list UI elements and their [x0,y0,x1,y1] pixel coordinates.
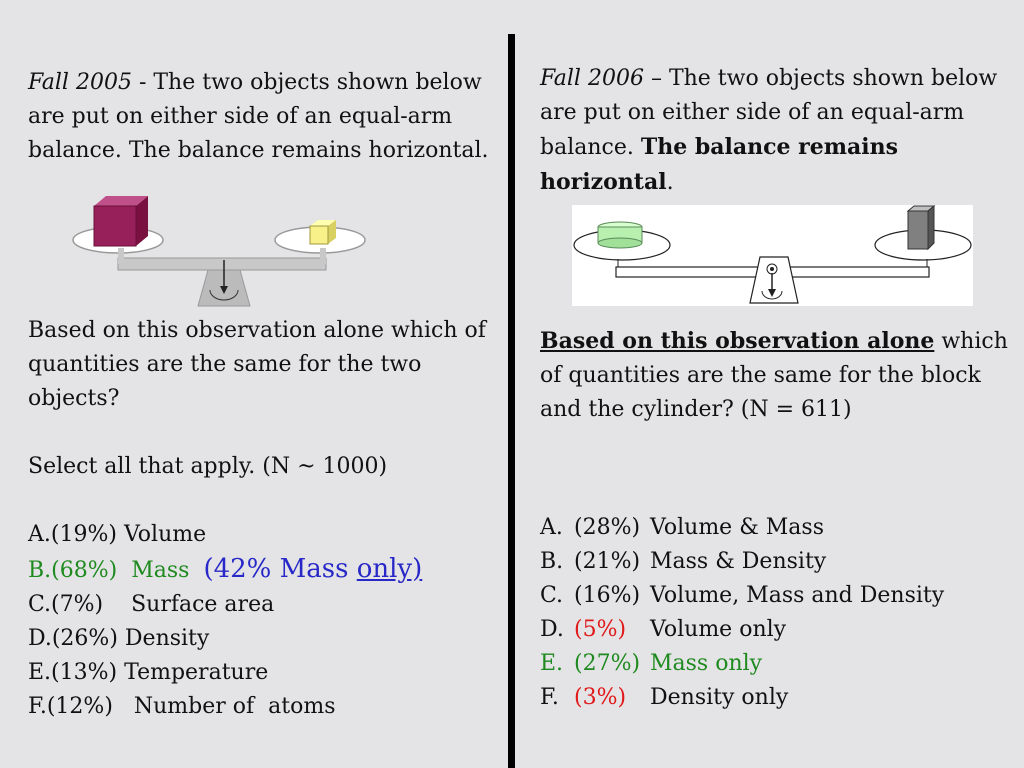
left-intro-text: - The two objects shown below are put on… [28,70,489,163]
maroon-cube [93,196,148,247]
option-percent: (27%) [574,651,641,676]
green-block [597,221,643,249]
left-semester: Fall 2005 [28,70,132,95]
right-question-block: Based on this observation alone which of… [540,324,1010,715]
left-option-a: A.(19%) Volume [28,522,207,547]
option-label: Volume & Mass [650,515,824,540]
option-letter: A. [540,515,563,540]
option-percent: (16%) [574,583,641,608]
left-option-e: E.(13%) Temperature [28,660,269,685]
option-letter: E. [540,651,564,676]
right-question: Based on this observation alone which of… [540,324,1010,427]
left-option-c: C.(7%) Surface area [28,592,275,617]
option-label: Mass & Density [650,549,827,574]
right-options: A. (28%) Volume & Mass B. (21%) Mass & D… [540,511,1010,715]
option-label: Volume, Mass and Density [650,583,945,608]
left-intro: Fall 2005 - The two objects shown below … [28,66,498,168]
left-option-d: D.(26%) Density [28,626,210,651]
right-question-rest: which of quantities are the same for the… [540,329,1008,422]
right-option-e: E. (27%) Mass only [540,647,1010,681]
left-question-block: Based on this observation alone which of… [28,314,498,724]
column-divider [508,34,515,768]
left-balance-beam [117,257,327,271]
right-intro-text: – The two objects shown below are put on… [540,66,998,160]
option-percent: (21%) [574,549,641,574]
right-intro-end: . [666,170,674,195]
left-instruction: Select all that apply. (N ~ 1000) [28,454,388,479]
option-percent: (5%) [574,617,627,642]
right-option-b: B. (21%) Mass & Density [540,545,1010,579]
option-label: Volume only [650,617,787,642]
mass-only-note: (42% Mass only) [203,554,422,584]
option-percent: (28%) [574,515,641,540]
left-question: Based on this observation alone which of… [28,318,486,411]
option-letter: C. [540,583,564,608]
left-option-b: B.(68%) Mass (42% Mass only) [28,552,498,588]
right-intro-bold: The balance remains horizontal [540,134,899,195]
right-option-d: D. (5%) Volume only [540,613,1010,647]
mass-note-underlined: only) [356,554,423,584]
left-options: A.(19%) Volume B.(68%) Mass (42% Mass on… [28,518,498,724]
option-percent: (3%) [574,685,627,710]
left-balance-diagram [72,196,366,307]
right-balance-diagram [572,205,973,306]
right-semester: Fall 2006 [540,66,644,91]
option-label: Mass only [650,651,763,676]
right-option-c: C. (16%) Volume, Mass and Density [540,579,1010,613]
option-label: Density only [650,685,789,710]
mass-note-prefix: (42% Mass [203,554,357,584]
option-letter: B. [540,549,564,574]
right-question-underlined: Based on this observation alone [540,328,935,354]
yellow-cube [309,220,336,245]
option-letter: F. [540,685,559,710]
option-letter: D. [540,617,564,642]
gray-cylinder [906,205,936,251]
left-option-f: F.(12%) Number of atoms [28,694,336,719]
right-intro: Fall 2006 – The two objects shown below … [540,62,1010,200]
right-option-f: F. (3%) Density only [540,681,1010,715]
right-option-a: A. (28%) Volume & Mass [540,511,1010,545]
left-option-b-text: B.(68%) Mass [28,558,190,583]
right-column: Fall 2006 – The two objects shown below … [540,62,1010,200]
left-column: Fall 2005 - The two objects shown below … [28,66,498,168]
